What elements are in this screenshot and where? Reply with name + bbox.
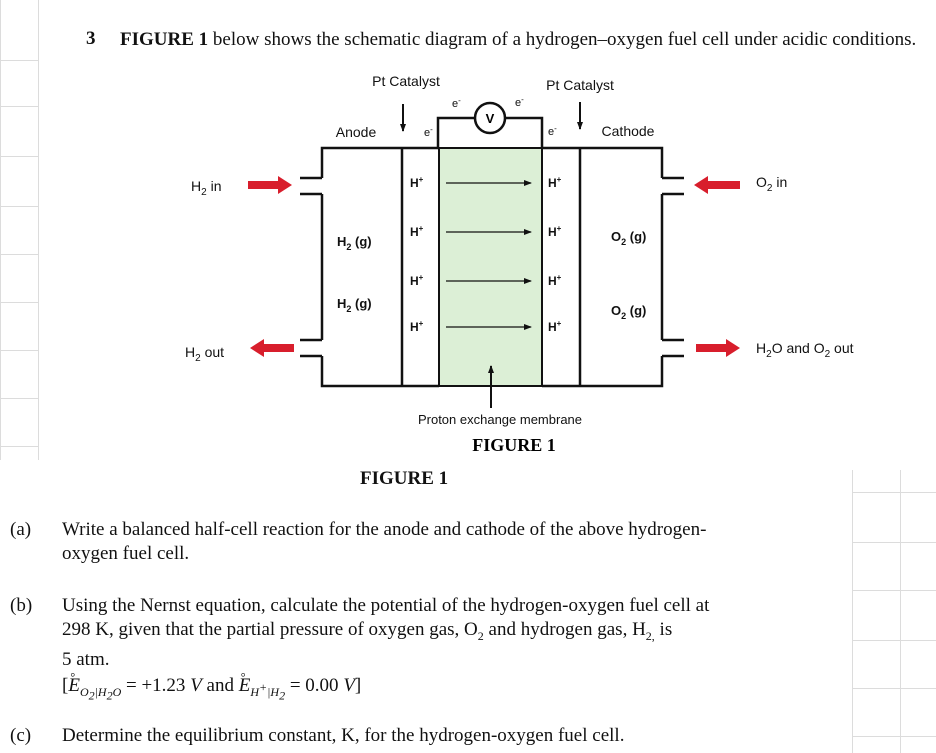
grid-line [0,60,38,61]
part-b: (b) Using the Nernst equation, calculate… [10,594,850,704]
figure-caption-inner: FIGURE 1 [472,435,556,455]
part-a-text: Write a balanced half-cell reaction for … [62,518,706,566]
cathode-label: Cathode [602,123,655,139]
grid-line [0,206,38,207]
part-a-line1: Write a balanced half-cell reaction for … [62,519,707,540]
proton-label: H+ [410,319,424,334]
grid-line [38,0,39,460]
electron-label: e- [515,95,524,109]
electron-label: e- [452,96,461,110]
grid-line [0,446,38,447]
grid-line [852,492,936,493]
grid-line [0,254,38,255]
voltmeter [473,101,507,135]
cathode-chamber [542,146,684,388]
standard-potentials-equation: [E°O2|H2O = +1.23 V and E°H+|H2 = 0.00 V… [62,669,362,702]
o2-gas-label: O2 (g) [611,229,646,247]
h2o-o2-out-label: H2O and O2 out [756,340,854,360]
grid-line [0,350,38,351]
proton-label: H+ [410,175,424,190]
anode-label: Anode [336,124,377,140]
part-a-label: (a) [10,519,32,540]
pt-catalyst-left-label: Pt Catalyst [372,73,440,89]
grid-line [852,590,936,591]
proton-exchange-membrane [438,147,543,387]
pt-catalyst-right-label: Pt Catalyst [546,77,614,93]
electron-label: e- [548,124,557,138]
proton-label: H+ [548,273,562,288]
h2-in-label: H2 in [191,178,221,198]
question-intro: FIGURE 1 below shows the schematic diagr… [120,28,920,52]
anode-chamber [300,146,439,388]
h2-out-label: H2 out [185,344,224,364]
grid-line [0,106,38,107]
grid-line [852,470,853,753]
part-c-text: Determine the equilibrium constant, K, f… [62,725,625,746]
h2-in-arrow [248,176,292,194]
proton-label: H+ [548,175,562,190]
part-c-label: (c) [10,725,32,746]
grid-line [0,0,1,460]
proton-label: H+ [548,224,562,239]
grid-line [852,688,936,689]
grid-line [0,156,38,157]
grid-line [0,302,38,303]
h2-out-arrow [250,339,294,357]
voltmeter-label: V [486,111,495,126]
grid-line [900,470,901,753]
membrane-label: Proton exchange membrane [418,412,582,427]
part-c: (c) Determine the equilibrium constant, … [10,724,850,750]
h2-gas-label: H2 (g) [337,296,372,314]
h2o-out-arrow [696,339,740,357]
o2-in-label: O2 in [756,174,787,194]
part-b-label: (b) [10,595,33,616]
o2-in-arrow [694,176,740,194]
proton-label: H+ [548,319,562,334]
question-number: 3 [86,28,96,49]
grid-line [852,542,936,543]
figure-reference: FIGURE 1 [120,29,209,50]
proton-label: H+ [410,273,424,288]
proton-label: H+ [410,224,424,239]
external-circuit-wire [436,116,544,148]
part-b-line3: 5 atm. [62,648,110,670]
question-intro-text: below shows the schematic diagram of a h… [208,29,917,50]
part-b-line1: Using the Nernst equation, calculate the… [62,595,710,616]
electron-label: e- [424,125,433,139]
grid-line [852,640,936,641]
h2-gas-label: H2 (g) [337,234,372,252]
part-a: (a) Write a balanced half-cell reaction … [10,518,850,568]
part-b-line2: 298 K, given that the partial pressure o… [62,619,673,643]
grid-line [0,398,38,399]
figure-caption: FIGURE 1 [360,468,449,489]
part-b-text: Using the Nernst equation, calculate the… [62,594,709,707]
fuel-cell-diagram: V Pt Catalyst Pt Catalyst Anode Cathode … [185,73,854,455]
part-a-line2: oxygen fuel cell. [62,543,190,564]
grid-line [852,736,936,737]
o2-gas-label: O2 (g) [611,303,646,321]
